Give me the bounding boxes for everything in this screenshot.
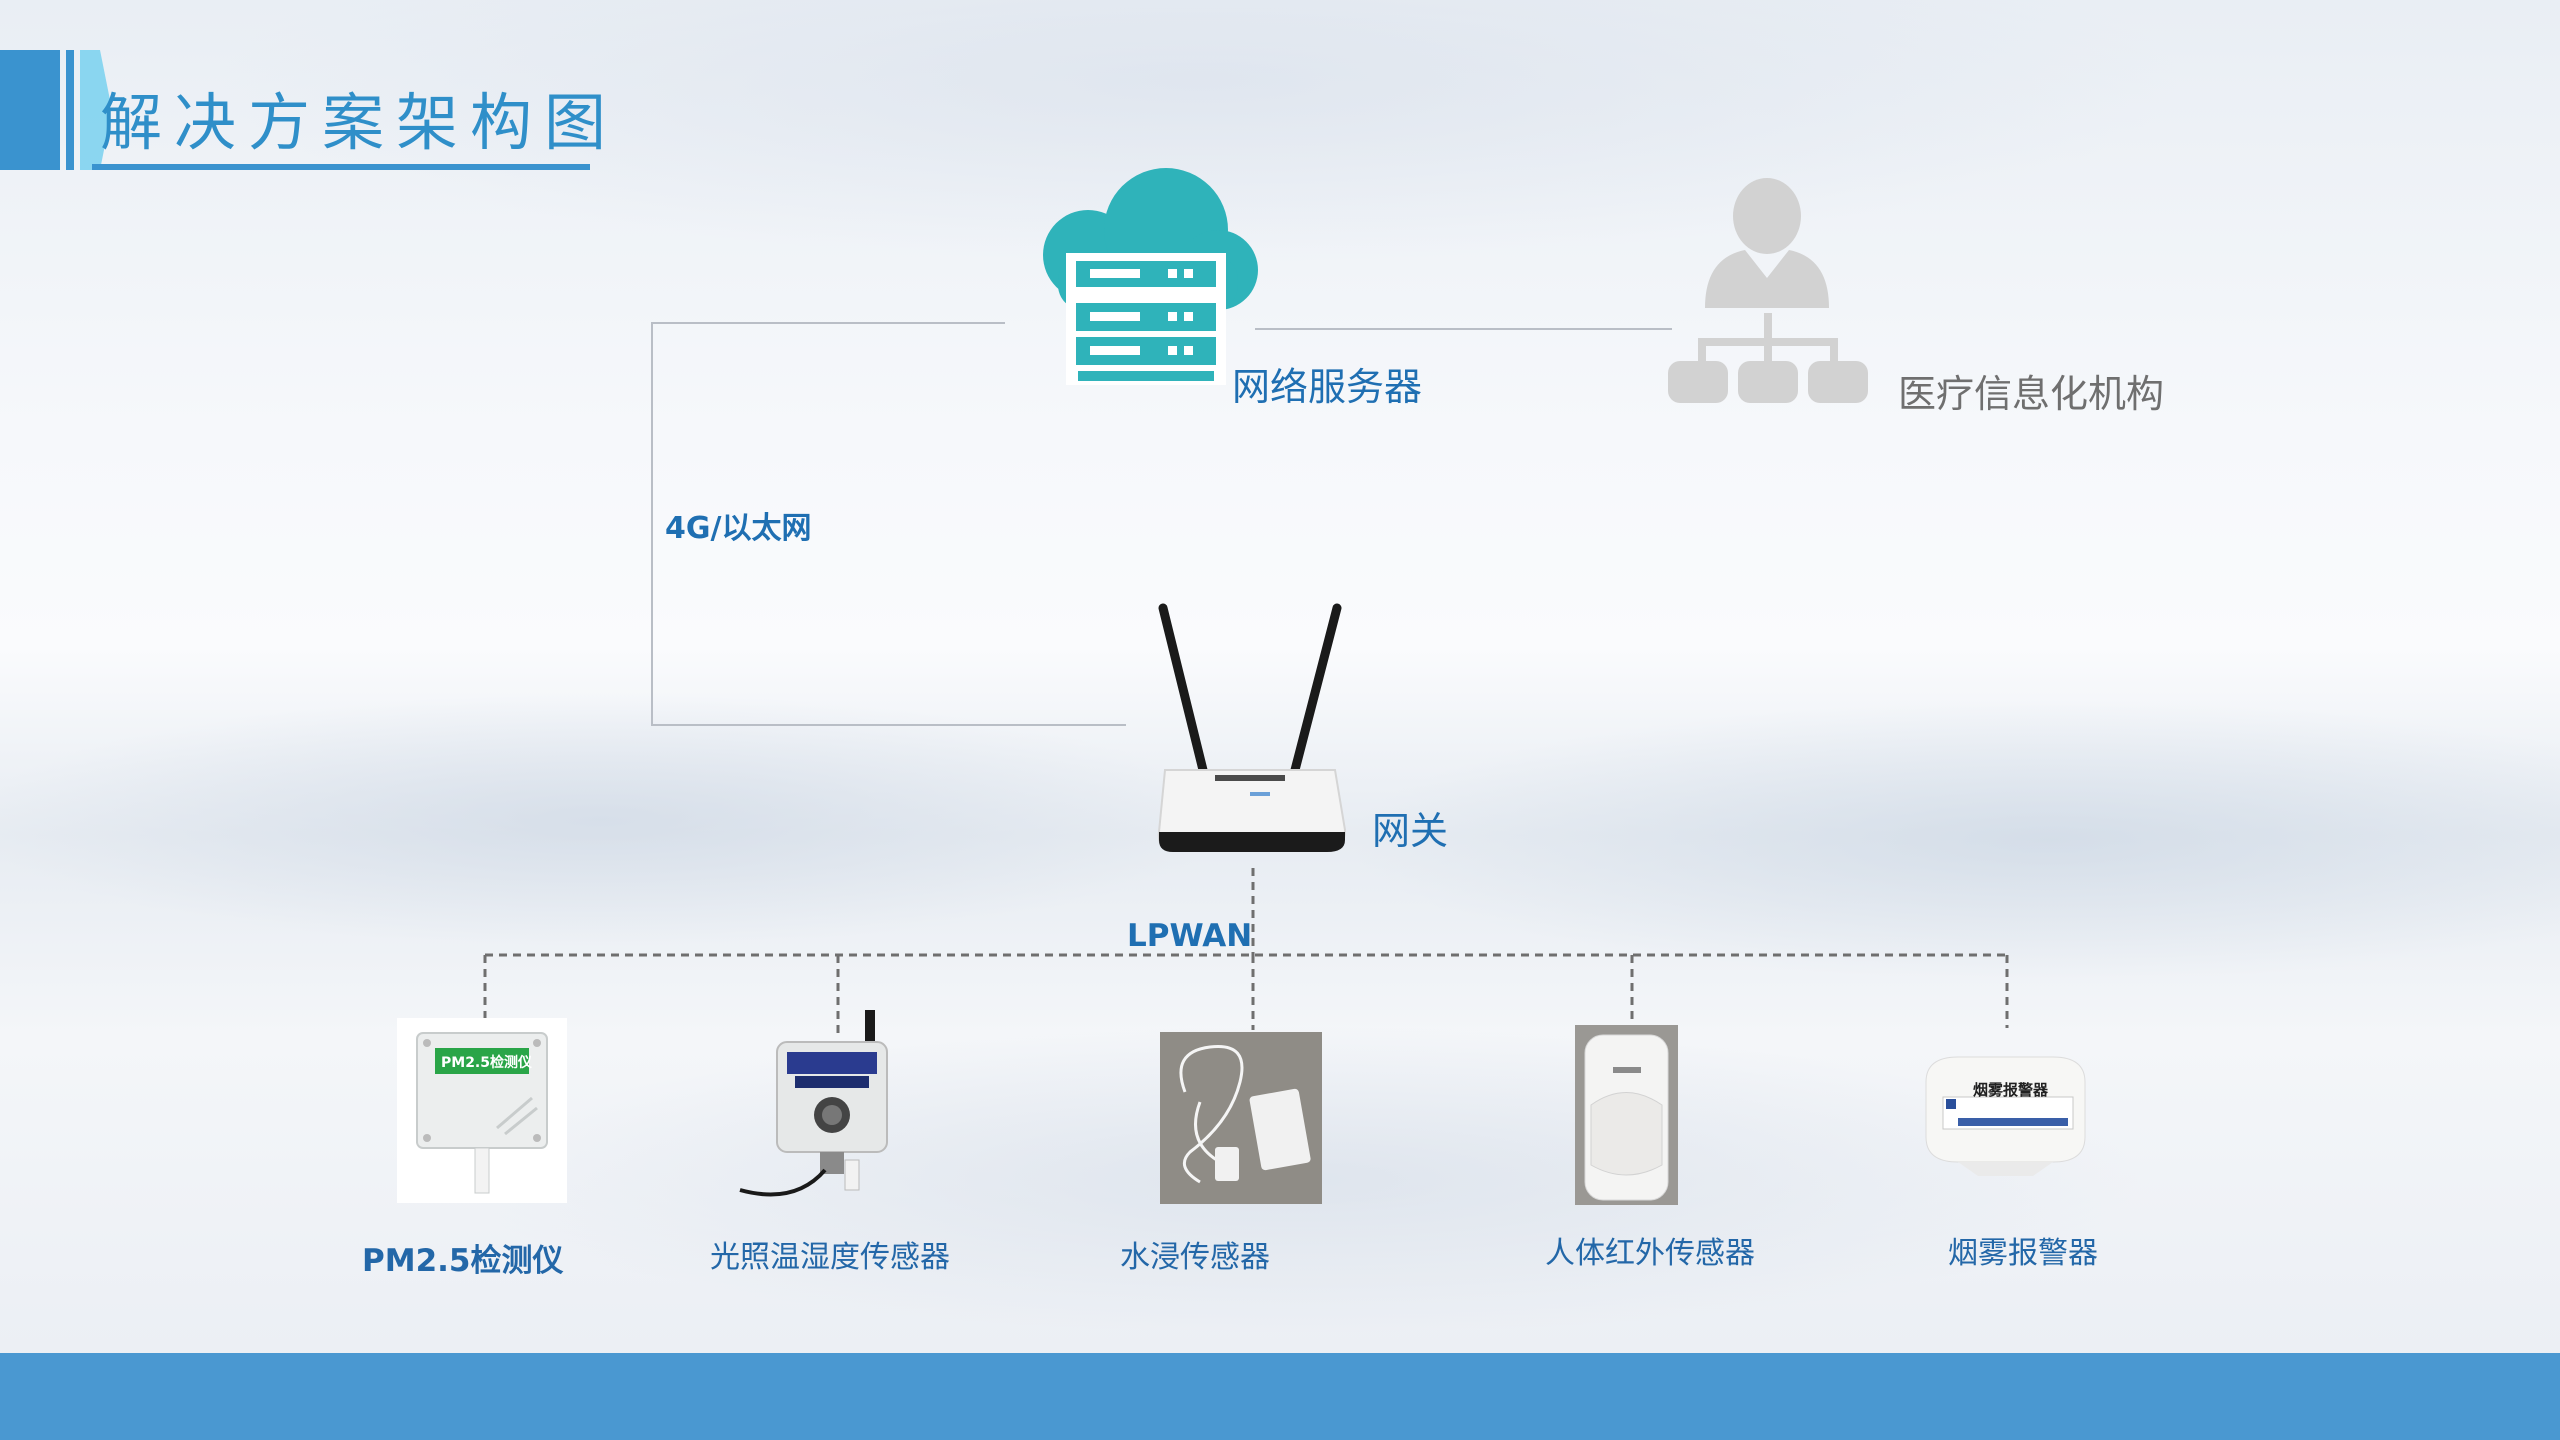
link-line-4g <box>651 322 1126 726</box>
sensor-label-smoke-alarm: 烟雾报警器 <box>1948 1236 2098 1271</box>
gateway-label: 网关 <box>1372 809 1449 853</box>
water-leak-device-image <box>1160 1032 1322 1204</box>
footer-band <box>0 1353 2560 1440</box>
pm25-device-image: PM2.5检测仪 <box>397 1018 567 1203</box>
pir-device-image <box>1575 1025 1678 1205</box>
cloud-server-icon <box>1018 155 1258 395</box>
institution-label: 医疗信息化机构 <box>1898 372 2165 416</box>
page-title: 解决方案架构图 <box>100 86 619 159</box>
light-temp-humidity-device-image <box>735 1010 905 1200</box>
router-icon <box>1145 600 1355 860</box>
link-label: 4G/以太网 <box>665 503 811 547</box>
sensor-label-pir: 人体红外传感器 <box>1545 1236 1755 1271</box>
sensor-label-water-leak: 水浸传感器 <box>1120 1240 1270 1275</box>
smoke-alarm-device-text: 烟雾报警器 <box>1973 1081 2049 1099</box>
lpwan-label: LPWAN <box>1127 918 1253 954</box>
smoke-alarm-device-image: 烟雾报警器 <box>1918 1052 2093 1178</box>
server-label: 网络服务器 <box>1232 365 1423 409</box>
sensor-label-light-temp-humidity: 光照温湿度传感器 <box>710 1240 950 1275</box>
title-accent-bar <box>0 50 112 170</box>
link-label-text: 4G/以太网 <box>665 511 812 546</box>
pm25-device-text: PM2.5检测仪 <box>441 1055 532 1071</box>
title-underline <box>92 164 590 170</box>
sensor-label-pm25: PM2.5检测仪 <box>362 1243 564 1279</box>
org-chart-person-icon <box>1660 178 1875 408</box>
